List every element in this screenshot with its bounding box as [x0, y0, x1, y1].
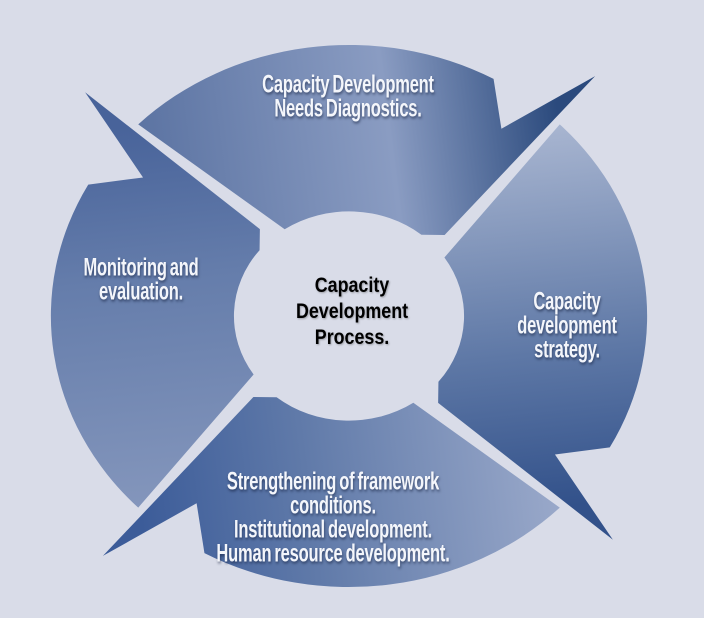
center-hub-title: Capacity Development Process. [286, 273, 418, 351]
cycle-arrow-left [50, 92, 260, 508]
cycle-arrow-bottom [102, 397, 560, 588]
center-hub-title-text: Capacity Development Process. [295, 274, 409, 349]
cycle-arrow-right [438, 124, 648, 540]
cycle-arrow-top [138, 44, 596, 235]
